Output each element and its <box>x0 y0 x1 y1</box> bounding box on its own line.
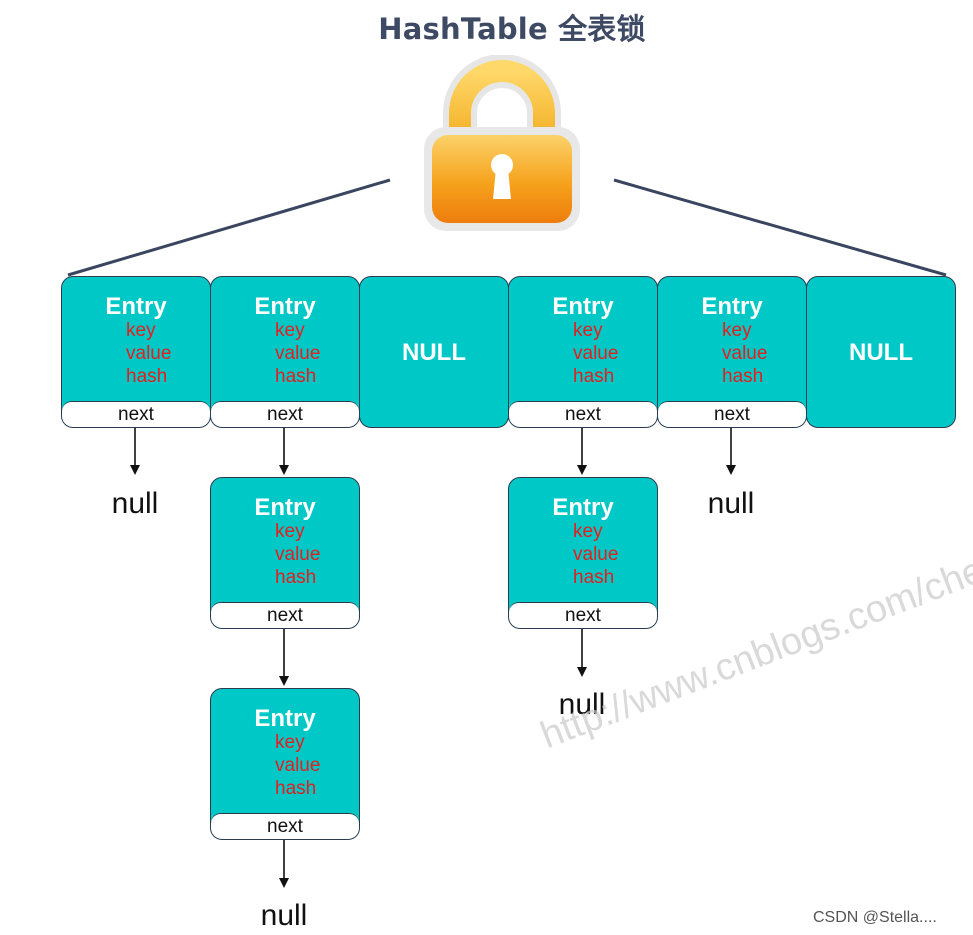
field-value: value <box>573 343 619 364</box>
chain-entry-b1-1: Entry key value hash next <box>210 477 360 629</box>
chain-entry-b1-2: Entry key value hash next <box>210 688 360 840</box>
null-terminal-b3: null <box>558 688 606 721</box>
field-key: key <box>275 320 305 341</box>
null-bucket-label: NULL <box>849 339 913 366</box>
entry-title: Entry <box>254 494 316 521</box>
field-hash: hash <box>275 366 317 387</box>
next-pointer: next <box>509 602 657 628</box>
field-key: key <box>573 521 603 542</box>
next-pointer: next <box>509 401 657 427</box>
padlock-icon <box>424 55 580 231</box>
null-terminal-b1: null <box>260 899 308 932</box>
field-hash: hash <box>722 366 764 387</box>
field-value: value <box>573 544 619 565</box>
bucket-3-entry: Entry key value hash next <box>508 276 658 428</box>
entry-title: Entry <box>552 293 614 320</box>
field-value: value <box>126 343 172 364</box>
entry-title: Entry <box>254 705 316 732</box>
bucket-4-entry: Entry key value hash next <box>657 276 807 428</box>
next-pointer: next <box>211 401 359 427</box>
next-pointer: next <box>658 401 806 427</box>
null-bucket-label: NULL <box>402 339 466 366</box>
next-pointer: next <box>211 602 359 628</box>
entry-title: Entry <box>105 293 167 320</box>
next-pointer: next <box>62 401 210 427</box>
bucket-0-entry: Entry key value hash next <box>61 276 211 428</box>
field-value: value <box>722 343 768 364</box>
field-key: key <box>275 732 305 753</box>
field-hash: hash <box>275 778 317 799</box>
field-value: value <box>275 755 321 776</box>
diagram-title: HashTable 全表锁 <box>378 12 646 46</box>
entry-title: Entry <box>552 494 614 521</box>
field-key: key <box>722 320 752 341</box>
field-hash: hash <box>573 567 615 588</box>
bucket-5-null: NULL <box>806 276 956 428</box>
null-terminal-b4: null <box>707 487 755 520</box>
field-key: key <box>573 320 603 341</box>
chain-entry-b3-1: Entry key value hash next <box>508 477 658 629</box>
field-key: key <box>275 521 305 542</box>
lock-line-right <box>613 178 947 277</box>
field-hash: hash <box>126 366 168 387</box>
next-pointer: next <box>211 813 359 839</box>
entry-title: Entry <box>701 293 763 320</box>
field-value: value <box>275 343 321 364</box>
bucket-1-entry: Entry key value hash next <box>210 276 360 428</box>
field-value: value <box>275 544 321 565</box>
credit-text: CSDN @Stella.... <box>813 909 937 926</box>
lock-line-left <box>67 178 391 277</box>
bucket-2-null: NULL <box>359 276 509 428</box>
field-hash: hash <box>275 567 317 588</box>
field-hash: hash <box>573 366 615 387</box>
field-key: key <box>126 320 156 341</box>
entry-title: Entry <box>254 293 316 320</box>
null-terminal-b0: null <box>111 487 159 520</box>
